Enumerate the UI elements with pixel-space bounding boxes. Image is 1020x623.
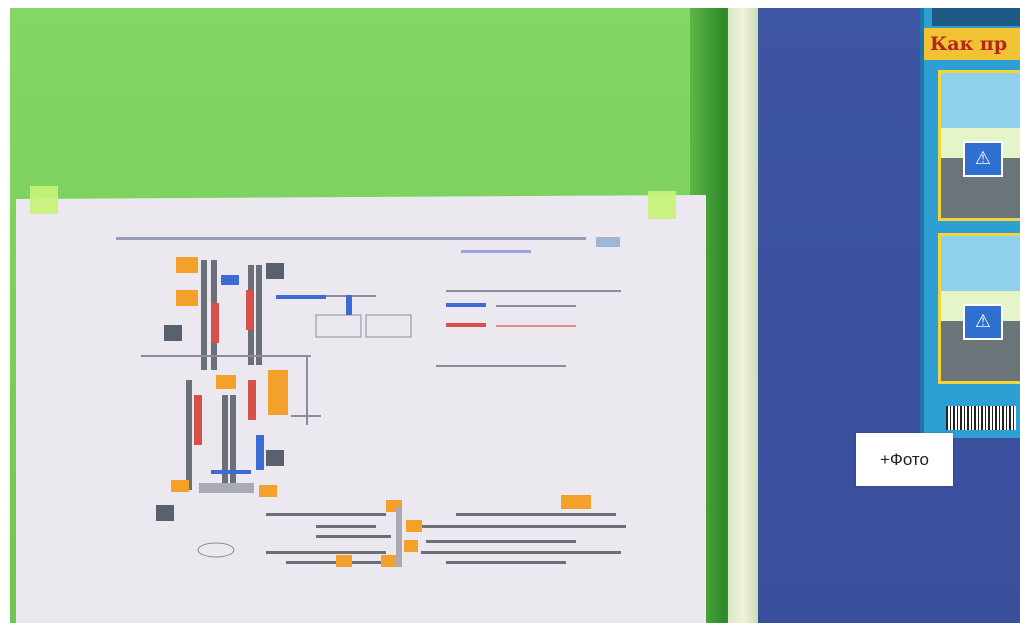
tape-left: [30, 186, 58, 214]
bus-stop-icon: [176, 290, 198, 306]
pedestrian-crossing-sign-icon: ⚠: [963, 304, 1003, 340]
road-safety-poster: Как пр ⚠ ⚠: [920, 8, 1020, 438]
photo: Как пр ⚠ ⚠: [10, 8, 1020, 623]
poster-card: ⚠: [938, 233, 1020, 384]
poster-card: ⚠: [938, 70, 1020, 221]
pedestrian-crossing-icon: [266, 450, 284, 466]
route-map-drawing: [116, 237, 626, 567]
route-map-sheet: [16, 195, 706, 623]
poster-top-strip: [932, 8, 1020, 26]
door-frame: [728, 8, 758, 623]
poster-heading: Как пр: [924, 28, 1020, 60]
bus-stop-icon: [176, 257, 198, 273]
tape-right: [648, 191, 676, 219]
barcode: [946, 406, 1016, 430]
legend-red-arrow: [446, 323, 486, 327]
pedestrian-crossing-icon: [266, 263, 284, 279]
pedestrian-crossing-sign-icon: ⚠: [963, 141, 1003, 177]
legend-blue-arrow: [446, 303, 486, 307]
traffic-direction-arrow-icon: [211, 470, 251, 474]
pedestrian-crossing-icon: [156, 505, 174, 521]
photo-label: +Фото: [856, 433, 953, 486]
